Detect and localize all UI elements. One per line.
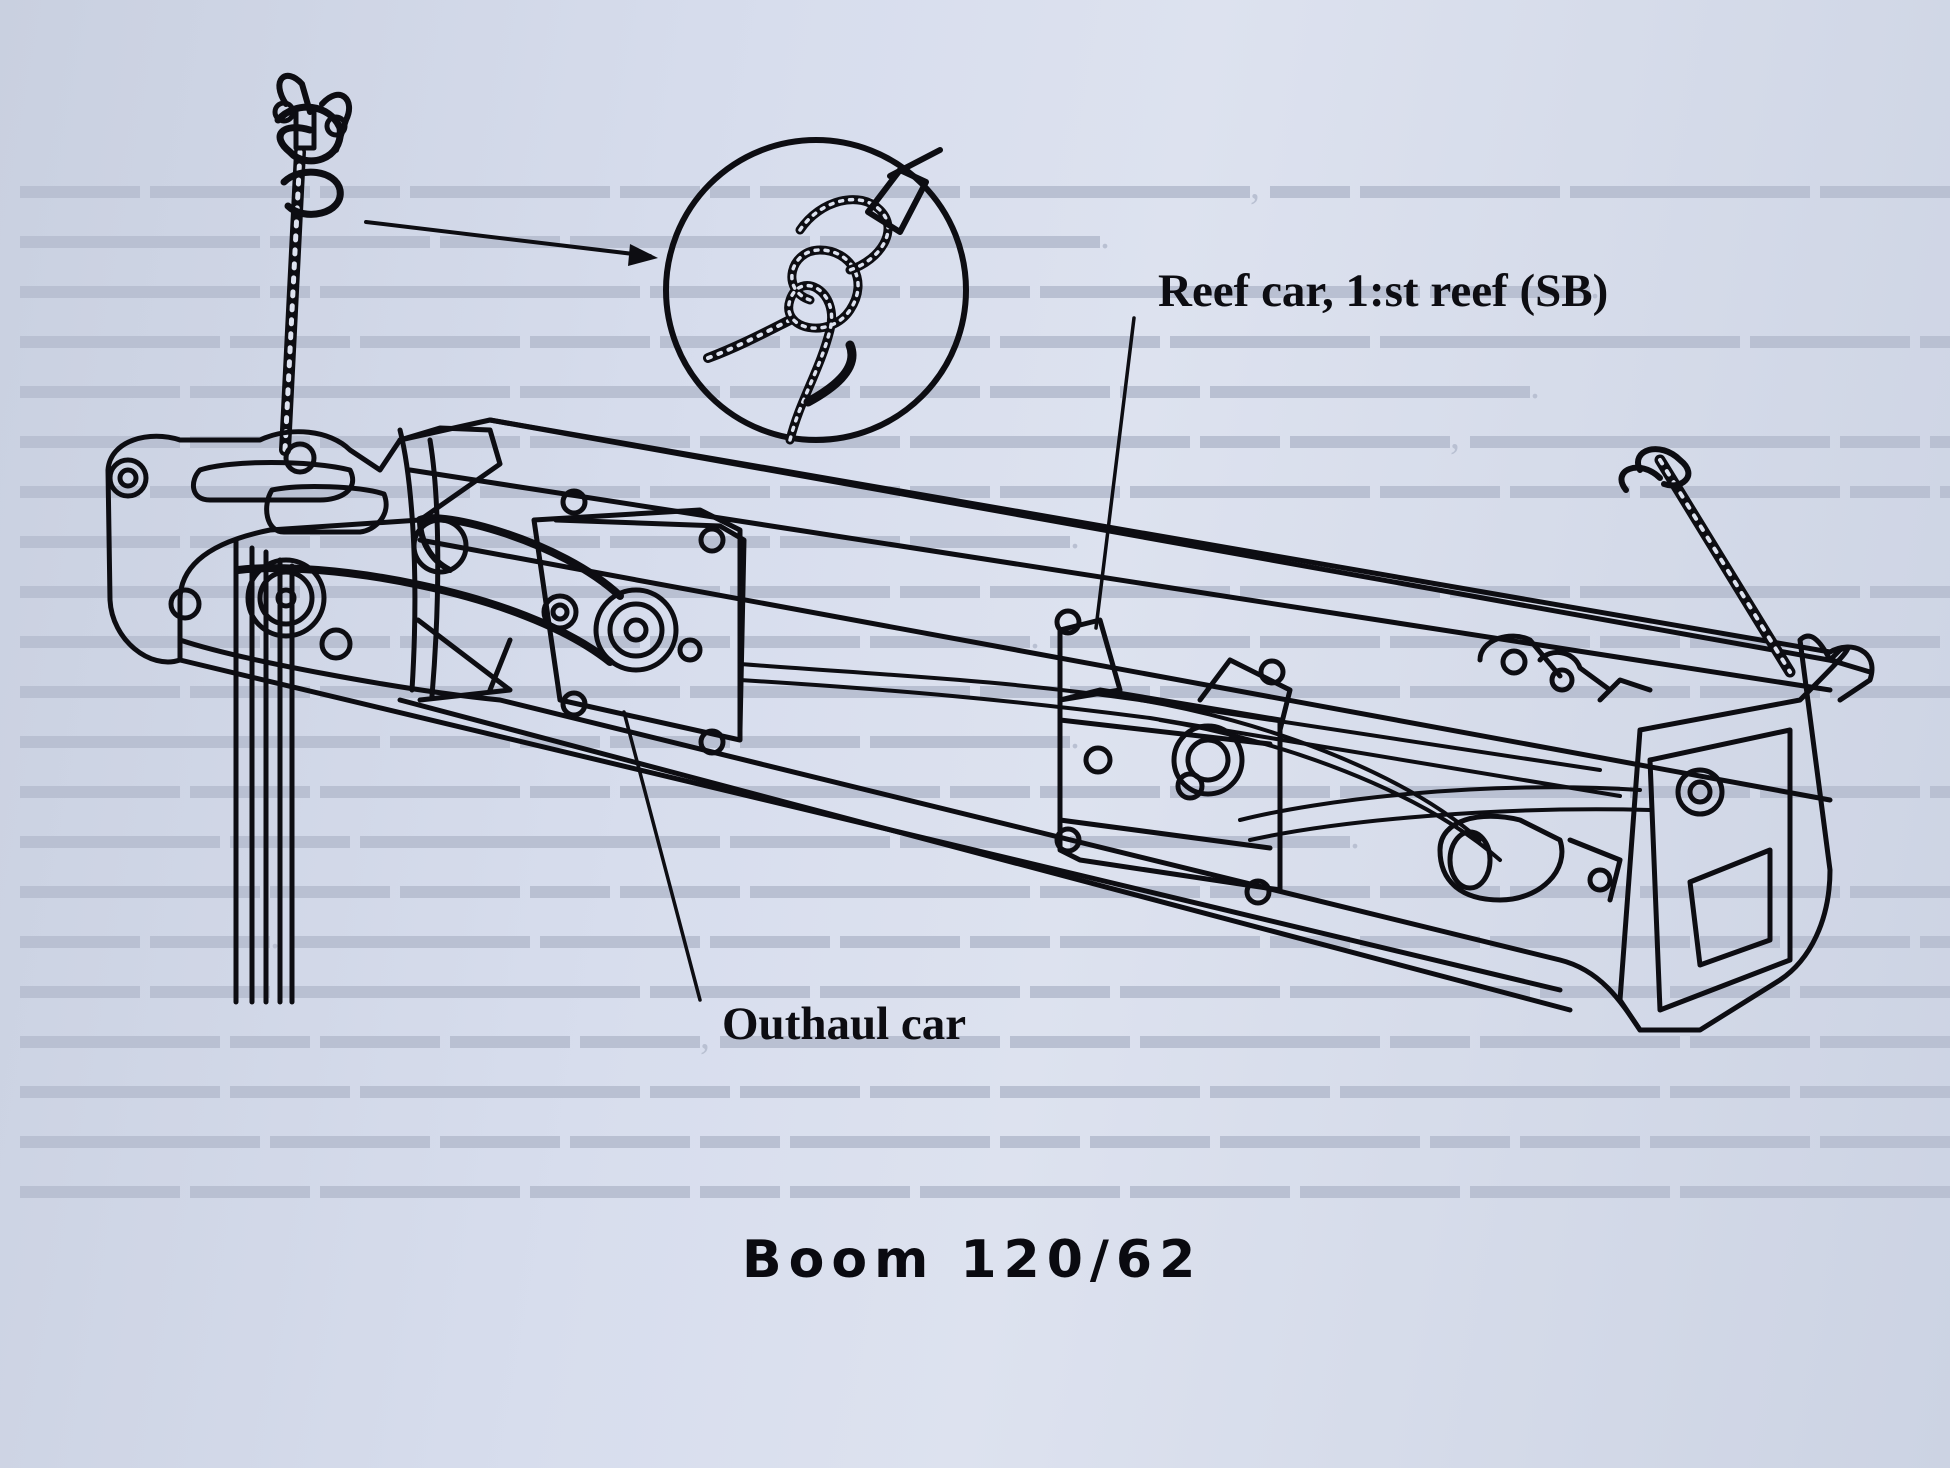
reef-car xyxy=(1054,608,1623,906)
detail-arrow xyxy=(364,220,658,266)
boom-body xyxy=(105,417,1875,1033)
reef-car-label: Reef car, 1:st reef (SB) xyxy=(1158,265,1609,317)
shackle-icon xyxy=(272,72,353,456)
figure-caption: Boom 120/62 xyxy=(742,1230,1203,1290)
outhaul-car xyxy=(234,488,747,756)
knot-detail-icon xyxy=(663,137,969,445)
control-lines xyxy=(738,662,1652,862)
outhaul-car-label: Outhaul car xyxy=(722,998,967,1050)
callout-leaders xyxy=(622,316,1136,1002)
